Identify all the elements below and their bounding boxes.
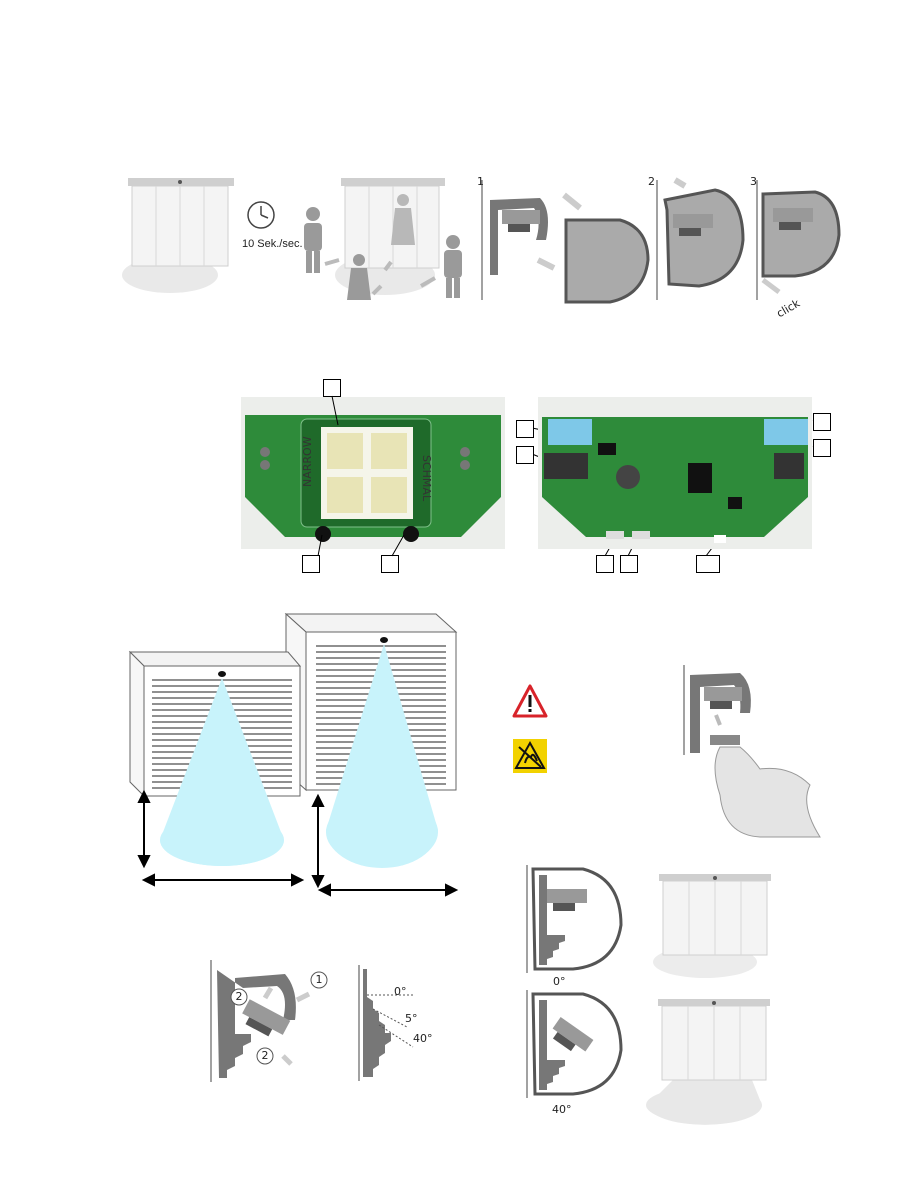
mount-angle-0-illustration (526, 865, 623, 973)
mount-angle-40-illustration (526, 990, 623, 1098)
pcb-callout-box (813, 413, 831, 431)
callout-2: 2 (261, 1049, 269, 1062)
step-2-cover-attach (656, 177, 745, 300)
step-number-1: 1 (477, 175, 484, 188)
angle-label-small-5: 5° (405, 1012, 418, 1025)
pcb-callout-box (381, 555, 399, 573)
pcb-front-label-narrow: NARROW (301, 436, 314, 487)
callout-2: 2 (235, 990, 243, 1003)
detection-field-diagram (128, 612, 459, 897)
pcb-callout-box (813, 439, 831, 457)
pcb-front-photo: NARROW SCHMAL (241, 397, 505, 549)
step-number-2: 2 (648, 175, 655, 188)
door-illustration-40 (646, 999, 770, 1125)
pcb-callout-box (620, 555, 638, 573)
hand-module-insertion (683, 665, 821, 838)
step-3-cover-click (756, 180, 841, 300)
pcb-callout-box (696, 555, 720, 573)
angle-label-small-0: 0° (394, 985, 407, 998)
pcb-front-label-schmal: SCHMAL (420, 455, 433, 502)
person-icon (304, 207, 322, 273)
pcb-callout-box (302, 555, 320, 573)
door-illustration-0 (653, 874, 771, 978)
callout-1: 1 (315, 973, 323, 986)
pcb-callout-box (516, 446, 534, 464)
clock-icon (247, 201, 275, 229)
step-1-cover-removal (481, 180, 650, 304)
pcb-back-photo (538, 397, 812, 549)
step-number-3: 3 (750, 175, 757, 188)
angle-label-0: 0° (553, 975, 566, 988)
esd-icon (513, 739, 547, 773)
module-adjust-diagram (210, 960, 328, 1082)
angle-label-40: 40° (552, 1103, 572, 1116)
angle-label-small-40: 40° (413, 1032, 433, 1045)
pcb-callout-box (596, 555, 614, 573)
door-illustration-empty (122, 178, 234, 293)
angle-scale-diagram (358, 965, 415, 1081)
warning-icon (512, 684, 548, 718)
timer-label: 10 Sek./sec. (242, 238, 303, 250)
pcb-callout-box (516, 420, 534, 438)
door-illustration-people (324, 178, 462, 300)
